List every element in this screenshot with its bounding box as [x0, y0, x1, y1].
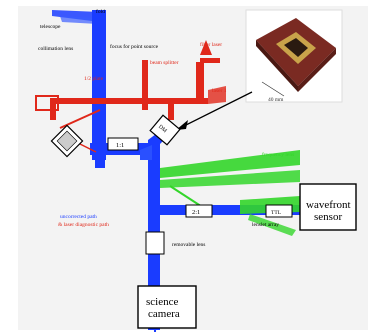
- laser-1-label: laser 1: [212, 88, 227, 94]
- diagnostic-path-label: & laser diagnostic path: [58, 222, 109, 228]
- fiber-laser-label: fiber laser: [200, 41, 222, 48]
- beam-splitter-label: beam splitter: [150, 60, 179, 66]
- half-plate-label: 1/2 plate: [84, 76, 104, 82]
- deformable-mirror-photo: 40 mm: [246, 10, 342, 103]
- lenslet-array-label: lenslet array: [252, 222, 279, 228]
- removable-lens-box: [146, 232, 164, 254]
- focus-label: focus for point source: [110, 43, 159, 50]
- fold-label: fold: [96, 8, 105, 15]
- telescope-label: telescope: [40, 24, 61, 30]
- ttl-label: TTL: [271, 210, 282, 216]
- camera-line1: science: [146, 296, 178, 308]
- camera-line2: camera: [148, 308, 180, 320]
- frequency-lens-label: frequency lens: [262, 151, 294, 158]
- uncorrected-path-label: uncorrected path: [60, 214, 97, 220]
- ratio-2-1-label: 2:1: [192, 209, 200, 216]
- ratio-1-1-label: 1:1: [116, 142, 124, 149]
- measure-label: 40 mm: [268, 97, 284, 103]
- science-camera: science camera: [138, 286, 196, 328]
- removable-lens-label: removable lens: [172, 242, 205, 248]
- wfs-line2: sensor: [314, 211, 342, 223]
- collimation-label: collimation lens: [38, 46, 73, 52]
- wfs-line1: wavefront: [306, 199, 351, 211]
- wavefront-sensor: wavefront sensor: [300, 184, 356, 230]
